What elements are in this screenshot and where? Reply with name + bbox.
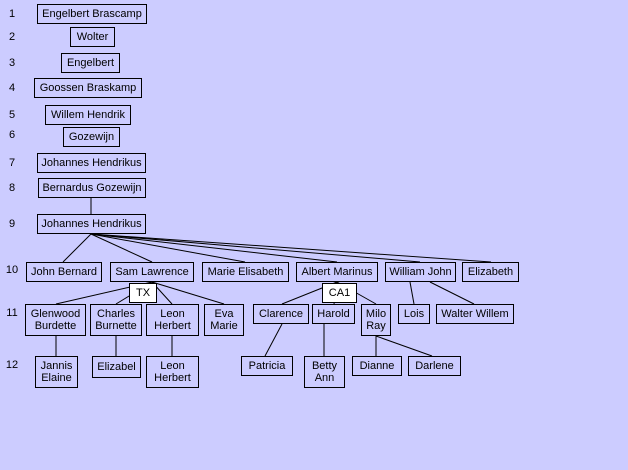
person-box[interactable]: Johannes Hendrikus xyxy=(37,214,146,234)
person-box[interactable]: Wolter xyxy=(70,27,115,47)
person-box[interactable]: Albert Marinus xyxy=(296,262,378,282)
generation-number: 8 xyxy=(8,182,16,194)
person-box[interactable]: Willem Hendrik xyxy=(45,105,131,125)
person-box[interactable]: Patricia xyxy=(241,356,293,376)
generation-number: 2 xyxy=(8,31,16,43)
person-box[interactable]: Betty Ann xyxy=(304,356,345,388)
generation-number: 3 xyxy=(8,57,16,69)
person-box[interactable]: Walter Willem xyxy=(436,304,514,324)
person-box[interactable]: Dianne xyxy=(352,356,402,376)
generation-number: 4 xyxy=(8,82,16,94)
person-box[interactable]: Elizabel xyxy=(92,356,141,378)
person-box[interactable]: Lois xyxy=(398,304,430,324)
location-tag: CA1 xyxy=(322,283,357,303)
person-box[interactable]: Gozewijn xyxy=(63,127,120,147)
generation-number: 10 xyxy=(5,264,19,276)
person-box[interactable]: Milo Ray xyxy=(361,304,391,336)
person-box[interactable]: Goossen Braskamp xyxy=(34,78,142,98)
person-box[interactable]: William John xyxy=(385,262,456,282)
person-box[interactable]: John Bernard xyxy=(26,262,102,282)
generation-number: 7 xyxy=(8,157,16,169)
person-box[interactable]: Leon Herbert xyxy=(146,356,199,388)
person-box[interactable]: Darlene xyxy=(408,356,461,376)
person-box[interactable]: Leon Herbert xyxy=(146,304,199,336)
person-box[interactable]: Eva Marie xyxy=(204,304,244,336)
person-box[interactable]: Sam Lawrence xyxy=(110,262,194,282)
generation-number: 5 xyxy=(8,109,16,121)
person-box[interactable]: Harold xyxy=(312,304,355,324)
person-box[interactable]: Engelbert xyxy=(61,53,120,73)
generation-number: 11 xyxy=(6,307,18,319)
location-tag: TX xyxy=(129,283,157,303)
generation-number: 1 xyxy=(8,8,16,20)
generation-number: 9 xyxy=(8,218,16,230)
person-box[interactable]: Bernardus Gozewijn xyxy=(38,178,146,198)
person-box[interactable]: Marie Elisabeth xyxy=(202,262,289,282)
person-box[interactable]: Elizabeth xyxy=(462,262,519,282)
person-box[interactable]: Charles Burnette xyxy=(90,304,142,336)
generation-number: 12 xyxy=(5,359,19,371)
person-box[interactable]: Jannis Elaine xyxy=(35,356,78,388)
person-box[interactable]: Johannes Hendrikus xyxy=(37,153,146,173)
person-box[interactable]: Glenwood Burdette xyxy=(25,304,86,336)
person-box[interactable]: Clarence xyxy=(253,304,309,324)
person-box[interactable]: Engelbert Brascamp xyxy=(37,4,147,24)
generation-number: 6 xyxy=(8,129,16,141)
